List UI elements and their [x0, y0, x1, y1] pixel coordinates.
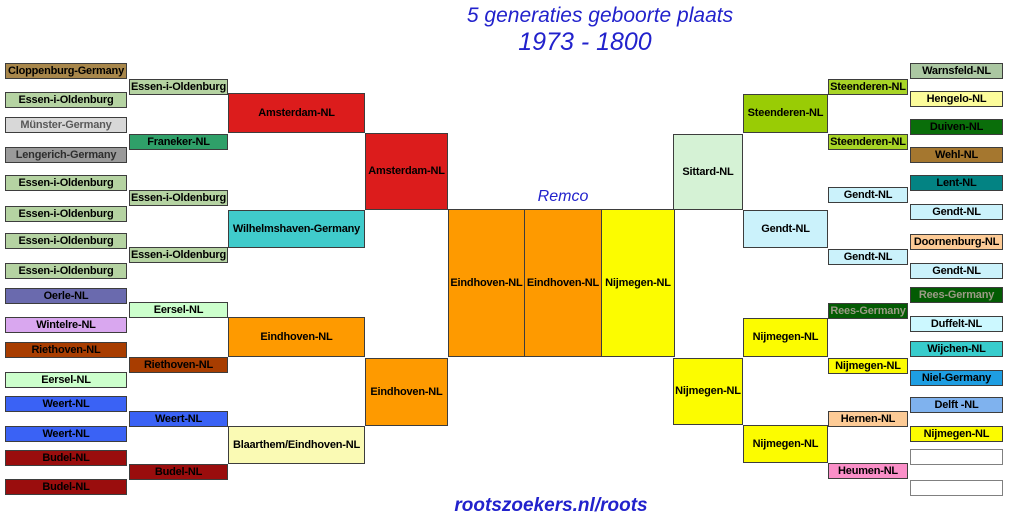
pedigree-box: Budel-NL	[5, 450, 127, 466]
pedigree-box: Hengelo-NL	[910, 91, 1003, 107]
pedigree-box: Eindhoven-NL	[228, 317, 365, 357]
pedigree-box: Warnsfeld-NL	[910, 63, 1003, 79]
pedigree-box: Gendt-NL	[910, 204, 1003, 220]
pedigree-box: Lengerich-Germany	[5, 147, 127, 163]
pedigree-box: Gendt-NL	[910, 263, 1003, 279]
pedigree-box: Münster-Germany	[5, 117, 127, 133]
pedigree-box: Weert-NL	[5, 396, 127, 412]
pedigree-box: Nijmegen-NL	[828, 358, 908, 374]
pedigree-box: Nijmegen-NL	[601, 209, 675, 357]
pedigree-box: Nijmegen-NL	[743, 318, 828, 357]
pedigree-box: Wilhelmshaven-Germany	[228, 210, 365, 248]
pedigree-box: Weert-NL	[129, 411, 228, 427]
pedigree-box: Gendt-NL	[828, 187, 908, 203]
pedigree-box: Gendt-NL	[743, 210, 828, 248]
pedigree-box: Eindhoven-NL	[524, 209, 602, 357]
pedigree-box	[910, 480, 1003, 496]
pedigree-box: Wintelre-NL	[5, 317, 127, 333]
pedigree-box: Amsterdam-NL	[228, 93, 365, 133]
pedigree-box: Lent-NL	[910, 175, 1003, 191]
pedigree-box: Wijchen-NL	[910, 341, 1003, 357]
pedigree-box: Essen-i-Oldenburg	[5, 206, 127, 222]
pedigree-box: Steenderen-NL	[828, 134, 908, 150]
chart-subtitle: 1973 - 1800	[518, 28, 652, 56]
pedigree-box: Budel-NL	[129, 464, 228, 480]
pedigree-box: Rees-Germany	[828, 303, 908, 319]
pedigree-box	[910, 449, 1003, 465]
pedigree-box: Doornenburg-NL	[910, 234, 1003, 250]
pedigree-box: Amsterdam-NL	[365, 133, 448, 210]
chart-title: 5 generaties geboorte plaats	[466, 4, 734, 27]
pedigree-box: Eindhoven-NL	[365, 358, 448, 426]
pedigree-box: Essen-i-Oldenburg	[5, 263, 127, 279]
pedigree-box: Essen-i-Oldenburg	[129, 190, 228, 206]
pedigree-box: Weert-NL	[5, 426, 127, 442]
pedigree-box: Riethoven-NL	[5, 342, 127, 358]
pedigree-box: Duffelt-NL	[910, 316, 1003, 332]
footer-link[interactable]: rootszoekers.nl/roots	[454, 495, 648, 516]
pedigree-box: Steenderen-NL	[743, 94, 828, 133]
pedigree-box: Essen-i-Oldenburg	[129, 247, 228, 263]
pedigree-box: Cloppenburg-Germany	[5, 63, 127, 79]
pedigree-box: Niel-Germany	[910, 370, 1003, 386]
pedigree-box: Riethoven-NL	[129, 357, 228, 373]
pedigree-box: Essen-i-Oldenburg	[5, 233, 127, 249]
pedigree-box: Delft -NL	[910, 397, 1003, 413]
pedigree-box: Franeker-NL	[129, 134, 228, 150]
pedigree-box: Duiven-NL	[910, 119, 1003, 135]
pedigree-box: Nijmegen-NL	[743, 425, 828, 463]
pedigree-box: Eindhoven-NL	[448, 209, 525, 357]
pedigree-box: Blaarthem/Eindhoven-NL	[228, 426, 365, 464]
pedigree-box: Eersel-NL	[129, 302, 228, 318]
pedigree-box: Rees-Germany	[910, 287, 1003, 303]
pedigree-box: Sittard-NL	[673, 134, 743, 210]
pedigree-box: Nijmegen-NL	[910, 426, 1003, 442]
root-person-label: Remco	[537, 188, 589, 205]
pedigree-box: Eersel-NL	[5, 372, 127, 388]
pedigree-box: Steenderen-NL	[828, 79, 908, 95]
pedigree-box: Heumen-NL	[828, 463, 908, 479]
pedigree-box: Essen-i-Oldenburg	[5, 92, 127, 108]
pedigree-box: Gendt-NL	[828, 249, 908, 265]
pedigree-box: Oerle-NL	[5, 288, 127, 304]
pedigree-box: Wehl-NL	[910, 147, 1003, 163]
pedigree-box: Nijmegen-NL	[673, 358, 743, 425]
pedigree-box: Essen-i-Oldenburg	[5, 175, 127, 191]
pedigree-box: Essen-i-Oldenburg	[129, 79, 228, 95]
pedigree-box: Hernen-NL	[828, 411, 908, 427]
pedigree-box: Budel-NL	[5, 479, 127, 495]
